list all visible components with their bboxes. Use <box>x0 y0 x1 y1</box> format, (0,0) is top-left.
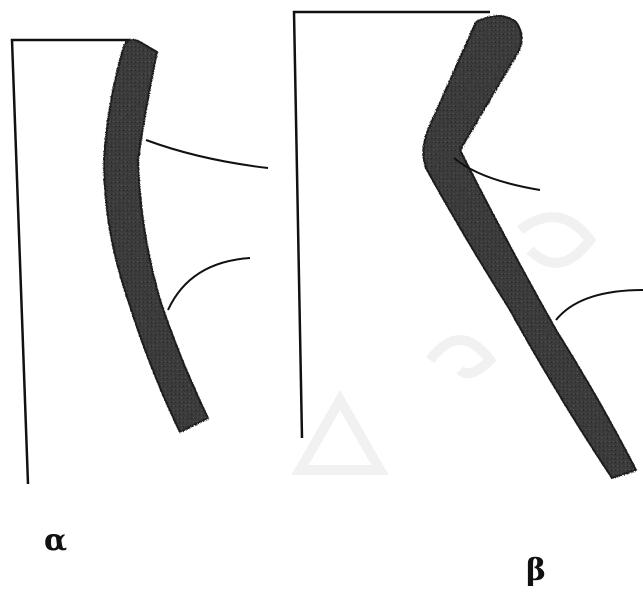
panel-b-wire-lower <box>556 290 643 320</box>
panel-a <box>12 40 268 484</box>
panel-b-label: β <box>526 556 546 586</box>
panel-a-wire-lower <box>168 258 250 310</box>
panel-a-rod <box>104 40 208 432</box>
panel-a-wire-upper <box>146 140 268 168</box>
panel-a-label: α <box>44 526 67 556</box>
panel-b-rod <box>423 16 636 478</box>
